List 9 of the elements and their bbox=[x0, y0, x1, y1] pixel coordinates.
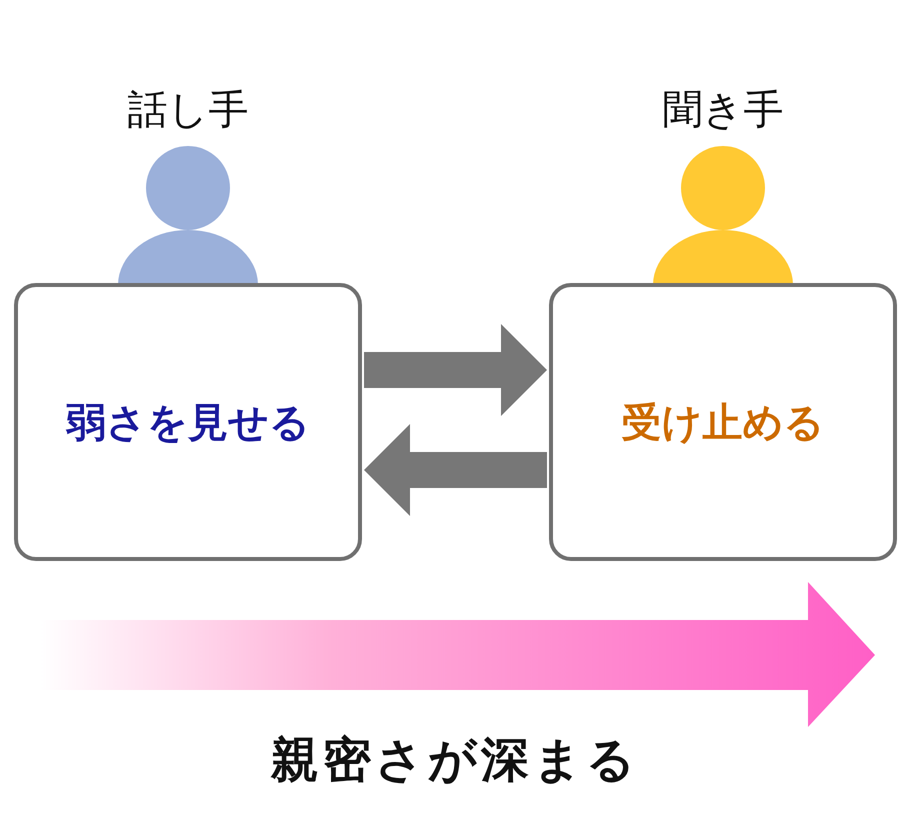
caption-text: 親密さが深まる bbox=[271, 731, 639, 790]
role-label: 聞き手 bbox=[662, 86, 784, 135]
process-box bbox=[14, 283, 362, 561]
box-text: 弱さを見せる bbox=[66, 398, 310, 448]
arrow bbox=[364, 324, 547, 416]
box-text: 受け止める bbox=[622, 398, 824, 448]
arrow bbox=[364, 424, 547, 516]
process-box bbox=[549, 283, 897, 561]
role-label: 話し手 bbox=[128, 86, 248, 135]
